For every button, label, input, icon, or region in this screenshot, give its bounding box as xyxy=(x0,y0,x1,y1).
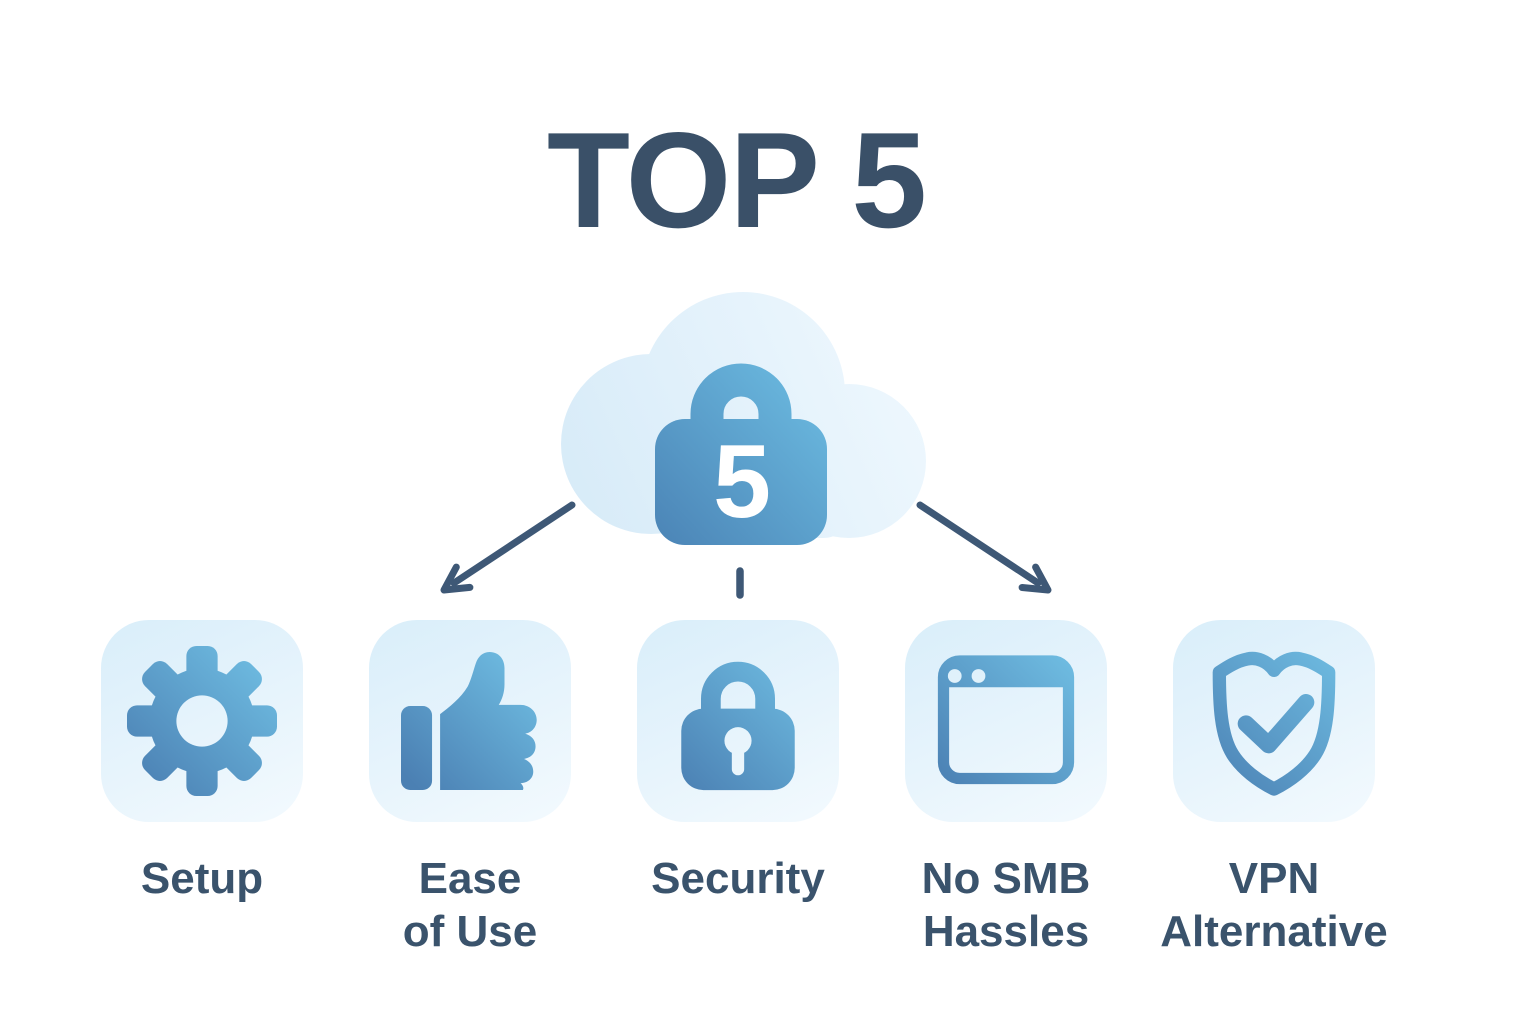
page-title: TOP 5 xyxy=(546,104,927,256)
card-security xyxy=(637,620,839,822)
arrow-down-left-icon xyxy=(440,501,576,594)
arrow-down-right-icon xyxy=(916,501,1052,594)
card-no-smb-hassles xyxy=(905,620,1107,822)
padlock-icon: 5 xyxy=(655,363,827,545)
label-line: Security xyxy=(651,854,825,903)
card-label-no-smb-hassles: No SMB Hassles xyxy=(866,852,1146,958)
card-label-setup: Setup xyxy=(62,852,342,905)
shield-check-icon xyxy=(1212,651,1336,796)
label-line: Setup xyxy=(140,854,264,903)
lock-number: 5 xyxy=(713,424,771,540)
thumbs-up-icon xyxy=(401,652,537,790)
card-ease-of-use xyxy=(369,620,571,822)
hero-graphic: 5 xyxy=(440,292,1052,599)
card-label-ease-of-use: Ease of Use xyxy=(330,852,610,958)
label-line: VPN xyxy=(1228,854,1320,903)
label-line: of Use xyxy=(402,907,538,956)
label-line: Hassles xyxy=(922,907,1090,956)
padlock-keyhole-icon xyxy=(664,647,812,795)
label-line: Ease xyxy=(418,854,522,903)
label-line: No SMB xyxy=(921,854,1091,903)
card-setup xyxy=(101,620,303,822)
label-line: Alternative xyxy=(1160,907,1388,956)
gear-icon xyxy=(127,646,277,796)
card-label-vpn-alternative: VPN Alternative xyxy=(1134,852,1414,958)
card-vpn-alternative xyxy=(1173,620,1375,822)
card-label-security: Security xyxy=(598,852,878,905)
browser-window-icon xyxy=(931,646,1081,796)
